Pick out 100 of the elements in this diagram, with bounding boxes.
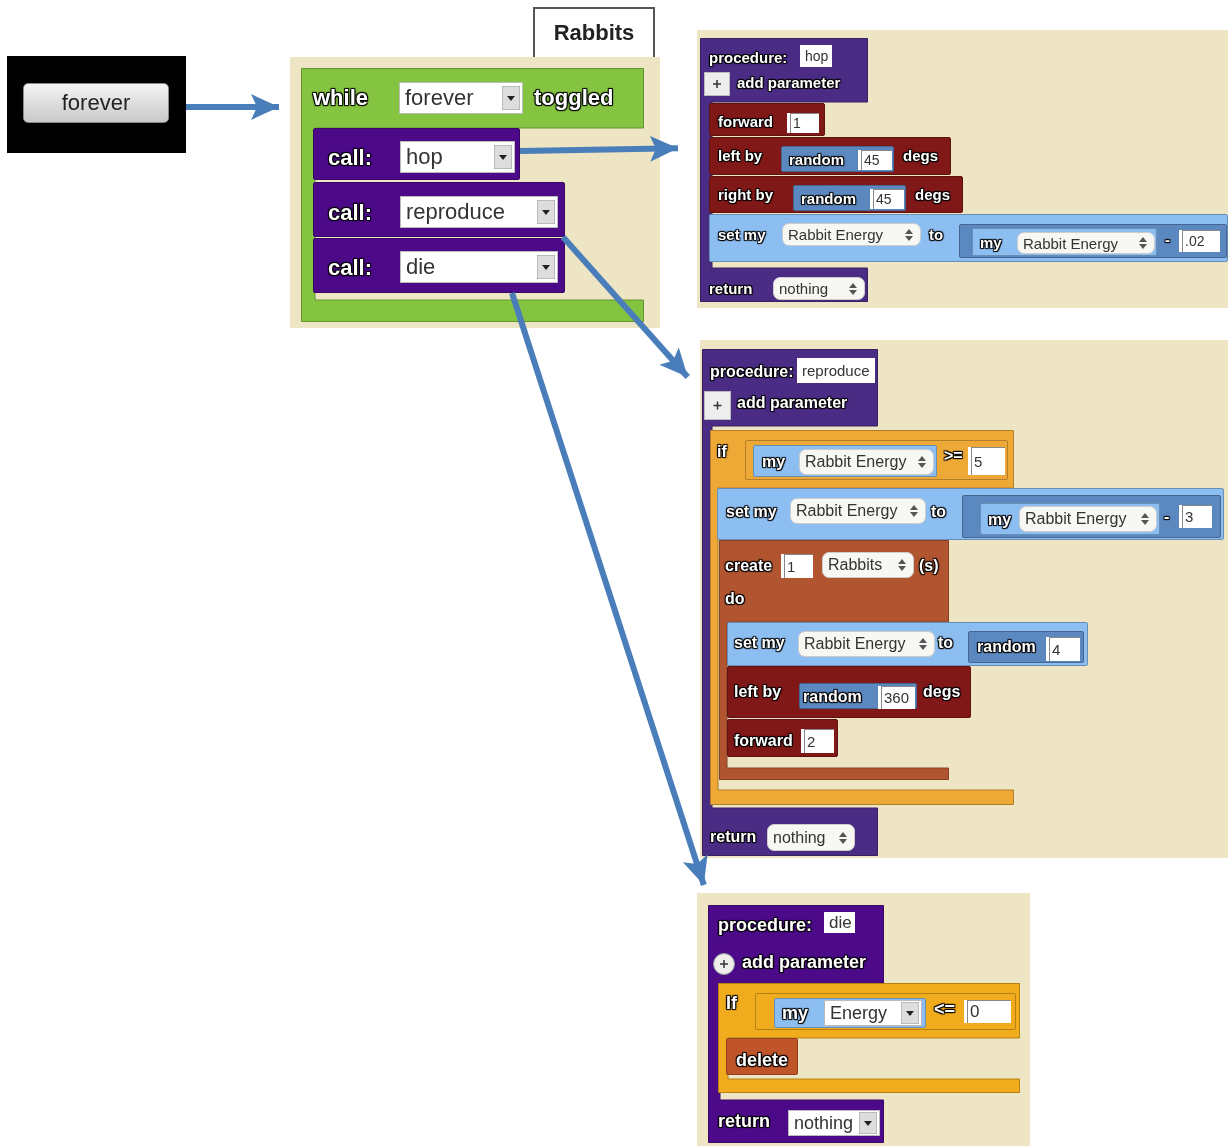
forward-block	[709, 103, 825, 136]
spinner-field: Rabbit Energy	[782, 223, 921, 246]
button-panel	[7, 56, 186, 153]
block-label: call:	[328, 200, 373, 226]
block-label: -	[1165, 231, 1170, 249]
block-label: degs	[903, 147, 938, 165]
block-label: procedure:	[709, 49, 788, 67]
set-block	[717, 488, 1224, 540]
block-label: add parameter	[742, 953, 867, 973]
block-label: left by	[734, 683, 782, 701]
block-label: create	[725, 557, 773, 575]
spinner-field: Rabbit Energy	[790, 498, 926, 524]
name-field: die	[824, 912, 855, 933]
arrow	[186, 94, 279, 120]
set-block	[727, 622, 1088, 666]
block-label: If	[726, 994, 737, 1014]
block-label: forward	[734, 732, 793, 750]
number-input: 2	[801, 729, 834, 753]
getter-block	[774, 998, 926, 1028]
block-label: forward	[718, 113, 773, 131]
block-label: random	[801, 190, 856, 208]
random-block	[781, 146, 894, 172]
getter-block	[980, 503, 1160, 535]
block-label: random	[803, 688, 862, 706]
block-label: degs	[923, 683, 961, 701]
dropdown-field: die	[400, 251, 558, 283]
block-label: to	[938, 634, 954, 652]
block-label: set my	[734, 634, 785, 652]
spinner-field: Rabbit Energy	[799, 449, 934, 475]
dropdown-field: Energy	[824, 1000, 922, 1026]
block-label: left by	[718, 147, 763, 165]
block-label: set my	[726, 503, 777, 521]
block-label: set my	[718, 226, 766, 244]
block-label: delete	[736, 1051, 789, 1071]
block-label: add parameter	[737, 394, 848, 412]
block-label: my	[762, 453, 786, 471]
set-block	[709, 214, 1228, 262]
turn-block	[709, 137, 951, 175]
block-label: right by	[718, 186, 773, 204]
number-input: 1	[781, 554, 813, 578]
block-label: return	[710, 828, 757, 846]
block-label: procedure:	[710, 363, 794, 381]
block-label: while	[313, 85, 368, 111]
while-block	[301, 68, 644, 322]
compare-block	[745, 440, 1008, 480]
getter-block	[972, 228, 1157, 256]
delete-block	[726, 1038, 798, 1075]
spinner-field: Rabbits	[822, 552, 914, 578]
button: forever	[23, 83, 169, 123]
getter-block	[753, 445, 937, 477]
block-label: random	[789, 151, 844, 169]
block-label: do	[725, 590, 745, 608]
block-label: -	[1164, 508, 1170, 526]
call-block	[313, 182, 565, 237]
block-label: call:	[328, 145, 373, 171]
block-label: procedure:	[718, 916, 813, 936]
random-block	[968, 631, 1084, 663]
block-label: >=	[944, 447, 963, 465]
block-label: degs	[915, 186, 950, 204]
dropdown-field: hop	[400, 141, 515, 173]
spinner-field: nothing	[767, 824, 855, 851]
subtract-block	[962, 495, 1221, 538]
call-block	[313, 238, 565, 293]
block-label: (s)	[919, 557, 939, 575]
block-label: if	[717, 443, 727, 461]
block-label: random	[977, 638, 1036, 656]
turn-block	[727, 666, 971, 718]
block-label: to	[929, 226, 944, 244]
block-label: <=	[934, 1000, 956, 1020]
random-block	[799, 683, 917, 709]
block-label: return	[709, 280, 753, 298]
if-block	[718, 983, 1020, 1093]
number-input: 5	[968, 447, 1005, 475]
compare-block	[755, 993, 1016, 1030]
number-input: 3	[1179, 505, 1212, 528]
block-label: my	[988, 511, 1012, 529]
spinner-field: Rabbit Energy	[1019, 506, 1157, 532]
name-field: hop	[800, 45, 832, 67]
dropdown-field: reproduce	[400, 196, 558, 228]
spinner-field: Rabbit Energy	[798, 631, 935, 657]
spinner-field: Rabbit Energy	[1017, 232, 1155, 254]
block-label: call:	[328, 255, 373, 281]
block-label: to	[931, 503, 947, 521]
number-input: 45	[858, 150, 892, 170]
number-input: .02	[1179, 230, 1220, 252]
forward-block	[727, 719, 838, 757]
block-label: add parameter	[737, 74, 841, 92]
random-block	[793, 185, 906, 211]
arrow	[509, 292, 708, 886]
arrow	[519, 135, 679, 162]
name-field: reproduce	[797, 358, 875, 383]
block-label: toggled	[534, 85, 614, 111]
number-input: 0	[964, 1000, 1011, 1023]
number-input: 4	[1046, 637, 1080, 661]
tab: Rabbits	[533, 7, 655, 57]
arrow	[560, 235, 690, 380]
call-block	[313, 128, 520, 180]
dropdown-field: nothing	[788, 1110, 880, 1136]
block-label: return	[718, 1112, 770, 1132]
turn-block	[709, 176, 963, 213]
